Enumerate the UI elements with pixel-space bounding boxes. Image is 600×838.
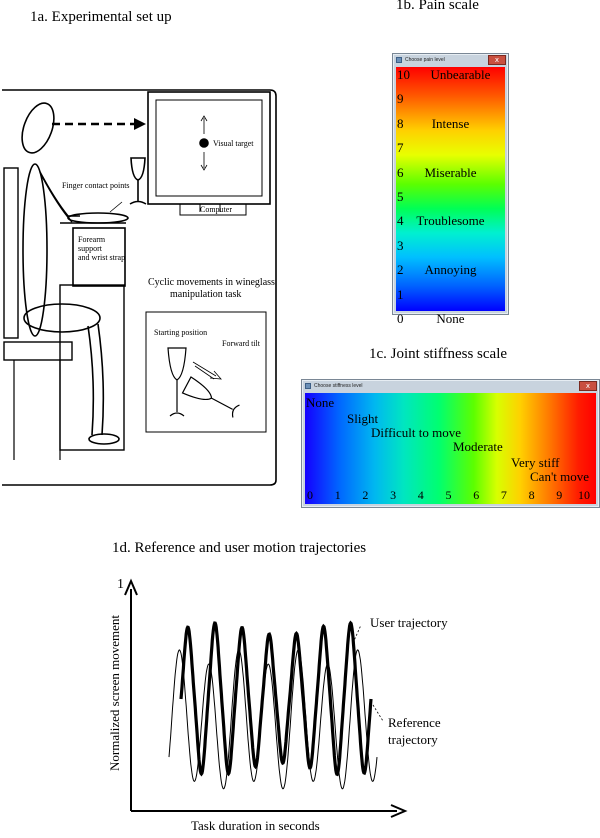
pain-level-1[interactable]: 1 [397, 286, 404, 302]
stiffness-level-1[interactable]: 1 [334, 488, 341, 502]
starting-position-label: Starting position [154, 328, 208, 337]
pain-level-7[interactable]: 7 [397, 140, 404, 156]
pain-label-10: Unbearable [430, 67, 491, 82]
pain-level-0[interactable]: 0 [397, 311, 404, 326]
reference-label-line2: trajectory [388, 732, 438, 747]
setup-diagram: Visual target Computer Finger contact po… [0, 80, 285, 490]
pain-level-4[interactable]: 4 [397, 213, 404, 229]
pain-level-3[interactable]: 3 [397, 237, 404, 253]
stiffness-label-slight: Slight [347, 411, 379, 426]
pain-label-0: None [436, 311, 465, 326]
stiffness-level-3[interactable]: 3 [390, 488, 397, 502]
stiffness-level-7[interactable]: 7 [500, 488, 507, 502]
forearm-label-line2: support [78, 244, 102, 253]
pain-window-titlebar[interactable]: Choose pain level x [393, 54, 508, 66]
stiffness-label-moderate: Moderate [453, 439, 503, 454]
pain-level-10[interactable]: 10 [397, 67, 410, 82]
user-trajectory-line [179, 620, 373, 777]
cyclic-label-line1: Cyclic movements in wineglass [148, 277, 275, 288]
stiffness-level-0[interactable]: 0 [307, 488, 313, 502]
app-icon [396, 57, 402, 63]
pain-level-9[interactable]: 9 [397, 91, 404, 107]
heading-trajectories: 1d. Reference and user motion trajectori… [112, 540, 367, 556]
forearm-label-line3: and wrist strap [78, 253, 126, 262]
stiffness-level-9[interactable]: 9 [556, 488, 563, 502]
computer-label: Computer [200, 205, 232, 214]
user-trajectory-label: User trajectory [370, 615, 448, 630]
pain-label-2: Annoying [424, 262, 477, 278]
forward-tilt-label: Forward tilt [222, 339, 260, 348]
stiffness-window-titlebar[interactable]: Choose stiffness level x [302, 380, 599, 392]
stiffness-window-title: Choose stiffness level [314, 383, 363, 389]
trajectory-chart: 1 Normalized screen movement Task durati… [95, 575, 475, 833]
heading-stiffness-scale: 1c. Joint stiffness scale [369, 346, 508, 362]
y-top-tick: 1 [117, 577, 124, 592]
stiffness-label-very-stiff: Very stiff [511, 455, 560, 470]
reference-label-line1: Reference [388, 715, 441, 730]
stiffness-label-none: None [306, 395, 335, 410]
pain-label-6: Miserable [424, 164, 477, 180]
stiffness-level-10[interactable]: 10 [578, 488, 590, 502]
stiffness-label-difficult: Difficult to move [371, 425, 462, 440]
setup-diagram-drawing [2, 89, 277, 486]
forearm-label-line1: Forearm [78, 235, 106, 244]
reference-trajectory-line [168, 649, 378, 790]
visual-target-label: Visual target [213, 139, 254, 148]
app-icon [305, 383, 311, 389]
stiffness-level-window: Choose stiffness level x None Slight Dif… [301, 379, 600, 508]
stiffness-level-6[interactable]: 6 [473, 488, 480, 502]
heading-pain-scale: 1b. Pain scale [396, 0, 479, 13]
finger-contact-label: Finger contact points [62, 181, 130, 190]
pain-label-8: Intense [431, 115, 470, 131]
pain-level-5[interactable]: 5 [397, 189, 404, 204]
y-axis-label: Normalized screen movement [107, 615, 122, 771]
stiffness-level-2[interactable]: 2 [362, 488, 369, 502]
pain-label-4: Troublesome [416, 213, 485, 229]
stiffness-scale-gradient[interactable]: None Slight Difficult to move Moderate V… [305, 393, 596, 504]
close-icon[interactable]: x [579, 381, 597, 391]
pain-level-8[interactable]: 8 [397, 115, 404, 131]
x-axis-label: Task duration in seconds [191, 818, 320, 833]
trajectory-chart-drawing [124, 578, 408, 818]
pain-level-6[interactable]: 6 [397, 164, 404, 180]
stiffness-level-8[interactable]: 8 [528, 488, 535, 502]
pain-level-2[interactable]: 2 [397, 262, 404, 278]
heading-setup: 1a. Experimental set up [30, 9, 172, 25]
pain-window-title: Choose pain level [405, 57, 445, 63]
stiffness-level-5[interactable]: 5 [445, 488, 452, 502]
stiffness-label-cant-move: Can't move [530, 469, 590, 484]
close-icon[interactable]: x [488, 55, 506, 65]
stiffness-level-4[interactable]: 4 [417, 488, 424, 502]
cyclic-label-line2: manipulation task [170, 289, 242, 300]
